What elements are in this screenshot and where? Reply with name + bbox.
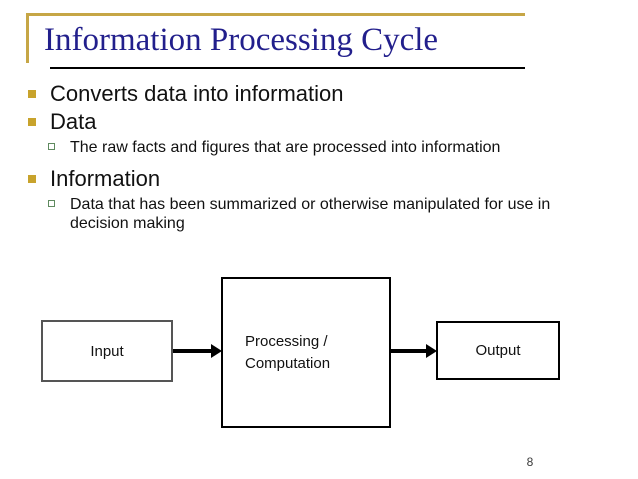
diagram-node-process-label-line1: Processing / [245,332,328,350]
sub-list-item: Data that has been summarized or otherwi… [0,195,600,233]
diagram-node-output: Output [436,321,560,380]
bullet-hollow-square-icon [48,200,55,207]
diagram-node-input-label: Input [90,342,124,360]
diagram-arrow-process-to-output-line [391,349,427,353]
diagram-node-process-label: Processing / Computation [245,331,330,375]
bullet-list: Converts data into information Data The … [0,80,600,233]
sub-list-item-label: The raw facts and figures that are proce… [70,139,501,156]
list-item: Data [0,108,600,135]
title-gold-top-rule [26,13,525,16]
diagram-node-input: Input [41,320,173,382]
list-item: Converts data into information [0,80,600,107]
page-number: 8 [526,455,534,469]
diagram-arrow-input-to-process-head-icon [211,344,222,358]
sub-list-item: The raw facts and figures that are proce… [0,138,600,157]
page-title: Information Processing Cycle [44,22,439,58]
list-item: Information [0,165,600,192]
list-item-label: Information [50,166,161,191]
bullet-square-icon [28,118,36,126]
bullet-square-icon [28,175,36,183]
bullet-hollow-square-icon [48,143,55,150]
diagram-arrow-process-to-output-head-icon [426,344,437,358]
sub-list-item-label: Data that has been summarized or otherwi… [70,196,551,232]
list-item-label: Converts data into information [50,81,344,106]
title-gold-left-rule [26,13,29,63]
diagram-node-process-label-line2: Computation [245,354,331,372]
title-underline-rule [50,67,525,69]
diagram-arrow-input-to-process-line [173,349,212,353]
diagram-node-process: Processing / Computation [221,277,391,428]
diagram-node-output-label: Output [475,342,521,359]
bullet-square-icon [28,90,36,98]
list-item-label: Data [50,109,97,134]
